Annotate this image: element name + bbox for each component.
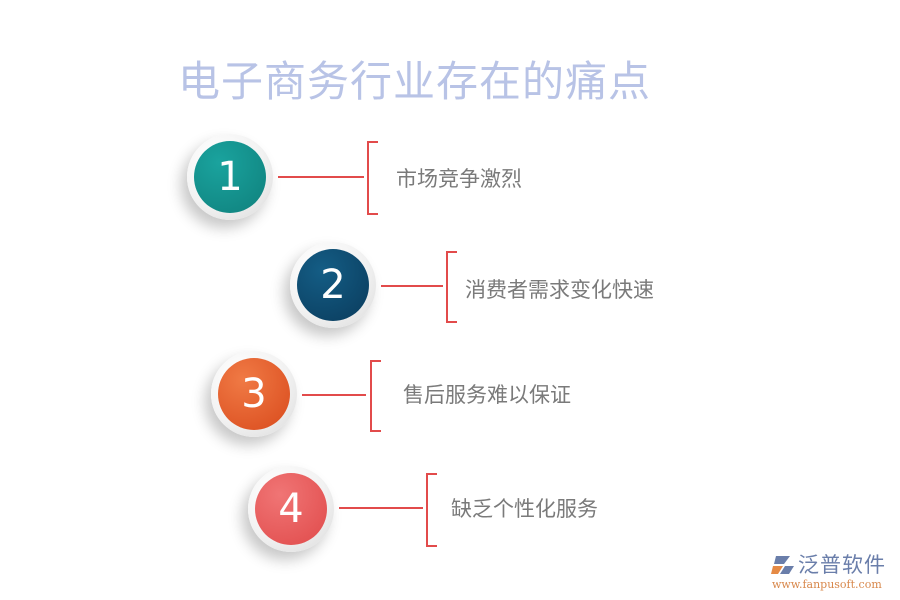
number-badge-ring: 4 xyxy=(248,466,334,552)
logo-url: www.fanpusoft.com xyxy=(772,578,882,591)
number-badge-ring: 3 xyxy=(211,351,297,437)
number-badge: 1 xyxy=(194,141,266,213)
fanpu-logo-icon xyxy=(771,556,794,574)
connector-line xyxy=(278,176,364,178)
logo-name: 泛普软件 xyxy=(798,553,886,577)
connector-line xyxy=(381,285,443,287)
bracket xyxy=(426,473,437,547)
pain-point-label: 售后服务难以保证 xyxy=(403,383,571,407)
connector-line xyxy=(302,394,366,396)
pain-point-label: 市场竞争激烈 xyxy=(396,167,522,191)
brand-logo: 泛普软件 www.fanpusoft.com xyxy=(770,552,895,597)
number-badge-ring: 2 xyxy=(290,242,376,328)
number-badge: 3 xyxy=(218,358,290,430)
page-title: 电子商务行业存在的痛点 xyxy=(178,57,652,106)
connector-line xyxy=(339,507,423,509)
bracket xyxy=(367,141,378,215)
number-badge: 4 xyxy=(255,473,327,545)
bracket xyxy=(370,360,381,432)
bracket xyxy=(446,251,457,323)
number-badge: 2 xyxy=(297,249,369,321)
pain-point-label: 消费者需求变化快速 xyxy=(465,278,654,302)
number-badge-ring: 1 xyxy=(187,134,273,220)
pain-point-label: 缺乏个性化服务 xyxy=(451,497,598,521)
